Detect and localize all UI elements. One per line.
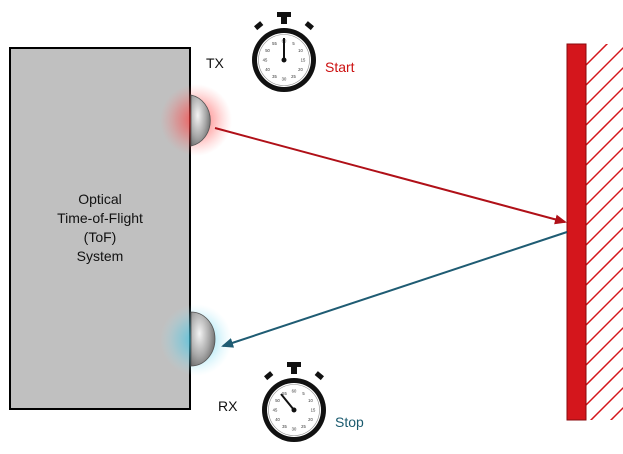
dial-number: 45	[263, 58, 268, 63]
dial-number: 35	[272, 74, 277, 79]
tof-system-box	[9, 47, 191, 410]
dial-number: 10	[308, 398, 313, 403]
target-wall	[566, 43, 587, 421]
tof-system-label-line: Optical	[78, 191, 122, 207]
dial-number: 55	[272, 41, 277, 46]
tx-emitter-dome	[190, 94, 211, 147]
dial-number: 40	[265, 67, 270, 72]
dial-number: 15	[301, 58, 306, 63]
dial-number: 15	[311, 408, 316, 413]
dial-number: 55	[282, 391, 287, 396]
dial-number: 25	[301, 424, 306, 429]
tof-system-label: Optical Time-of-Flight (ToF) System	[10, 190, 190, 266]
target-hatching	[586, 44, 623, 420]
stop-label: Stop	[335, 414, 364, 430]
rx-beam-arrow	[221, 231, 568, 348]
dial-number: 40	[275, 417, 280, 422]
tof-system-label-line: (ToF)	[83, 229, 117, 245]
dial-number: 30	[282, 77, 287, 82]
dial-number: 10	[298, 48, 303, 53]
dial-number: 35	[282, 424, 287, 429]
dial-number: 50	[275, 398, 280, 403]
tof-system-label-line: Time-of-Flight	[57, 210, 143, 226]
dial-number: 25	[291, 74, 296, 79]
dial-number: 50	[265, 48, 270, 53]
tof-system-label-line: System	[76, 248, 124, 264]
rx-label: RX	[218, 398, 238, 414]
rx-receiver-dome	[190, 311, 216, 367]
dial-number: 20	[308, 417, 313, 422]
tx-label: TX	[206, 55, 225, 71]
dial-number: 5	[302, 391, 305, 396]
tx-beam-arrow	[214, 127, 567, 225]
dial-number: 45	[273, 408, 278, 413]
dial-number: 5	[292, 41, 295, 46]
start-label: Start	[325, 59, 355, 75]
dial-number: 20	[298, 67, 303, 72]
dial-number: 60	[292, 389, 297, 394]
dial-number: 30	[292, 427, 297, 432]
